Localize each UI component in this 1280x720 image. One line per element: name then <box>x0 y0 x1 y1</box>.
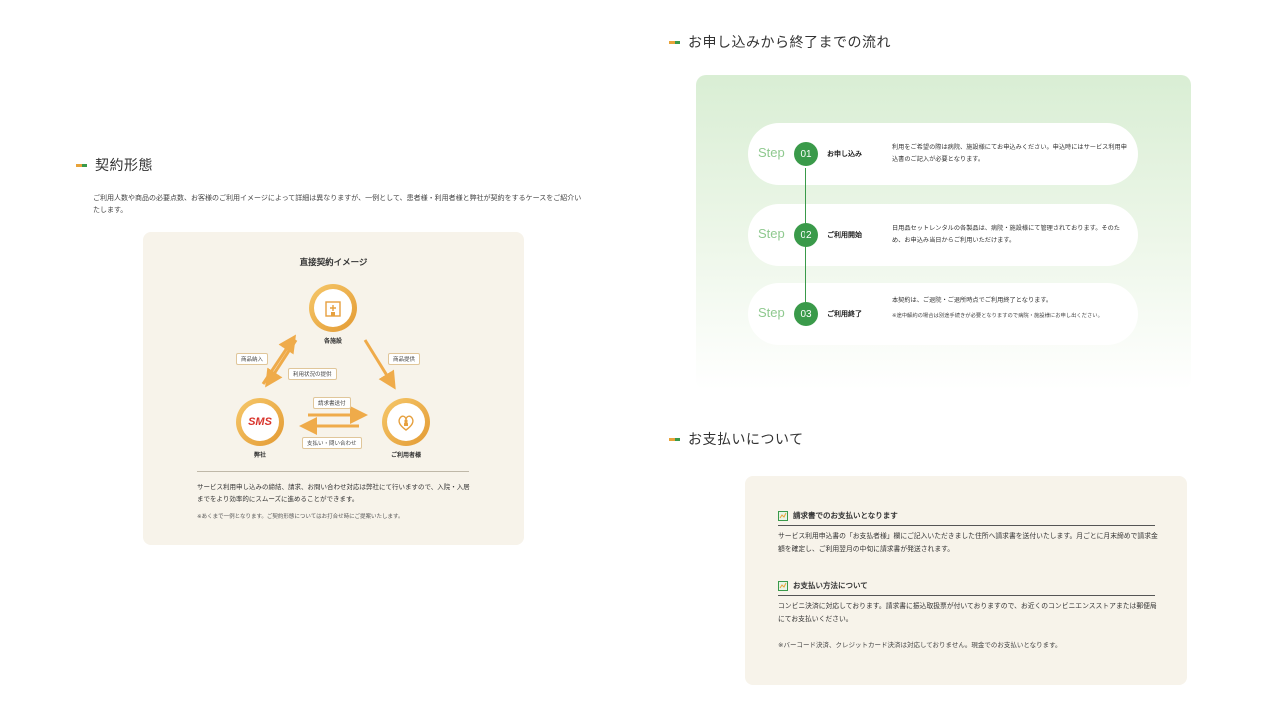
step-description: 利用をご希望の際は病院、施設様にてお申込みください。申込時にはサービス利用申込書… <box>892 144 1127 163</box>
payment-section-2-title: お支払い方法について <box>778 580 868 591</box>
node-company-label: 弊社 <box>253 452 266 459</box>
heading-bar-icon <box>669 437 680 441</box>
node-company: SMS <box>236 398 284 446</box>
payment-section-2-title-text: お支払い方法について <box>793 581 868 590</box>
payment-card <box>745 476 1187 685</box>
payment-heading: お支払いについて <box>669 429 804 449</box>
arrow-usage-info <box>265 339 298 388</box>
contract-note: ※あくまで一例となります。ご契約形態についてはお打合せ時にご提案いたします。 <box>197 514 404 520</box>
step-label: Step <box>758 226 785 241</box>
invoice-icon <box>778 580 788 591</box>
company-logo: SMS <box>248 416 272 428</box>
tag-invoice: 請求書送付 <box>313 397 351 409</box>
heading-bar-icon <box>76 163 87 167</box>
step-03: Step 03 ご利用終了 本契約は、ご退院・ご退所時点でご利用終了となります。… <box>748 283 1138 345</box>
contract-intro: ご利用人数や商品の必要点数、お客様のご利用イメージによって詳細は異なりますが、一… <box>93 194 582 214</box>
flow-heading-text: お申し込みから終了までの流れ <box>688 35 891 51</box>
flow-connector-line <box>805 168 806 304</box>
flow-heading: お申し込みから終了までの流れ <box>669 32 891 52</box>
invoice-icon <box>778 510 788 521</box>
contract-card-title: 直接契約イメージ <box>299 258 368 268</box>
tag-goods-in: 商品納入 <box>236 353 269 365</box>
step-description: 本契約は、ご退院・ご退所時点でご利用終了となります。 <box>892 297 1053 304</box>
step-name: ご利用終了 <box>827 310 862 318</box>
payment-section-1-title: 請求書でのお支払いとなります <box>778 510 898 521</box>
contract-heading-text: 契約形態 <box>95 158 153 174</box>
heart-person-icon <box>398 415 414 431</box>
step-01: Step 01 お申し込み 利用をご希望の際は病院、施設様にてお申込みください。… <box>748 123 1138 185</box>
step-02: Step 02 ご利用開始 日用品セットレンタルの各製品は、病院・施設様にて管理… <box>748 204 1138 266</box>
node-user <box>382 398 430 446</box>
tag-goods-provide: 商品提供 <box>388 353 421 365</box>
node-hospital-label: 各施設 <box>323 338 342 345</box>
payment-section-1-text: サービス利用申込書の「お支払者様」欄にご記入いただきました住所へ請求書を送付いた… <box>778 532 1158 553</box>
payment-section-1-divider <box>778 525 1155 526</box>
contract-heading: 契約形態 <box>76 155 153 175</box>
step-name: お申し込み <box>827 150 862 158</box>
step-label: Step <box>758 145 785 160</box>
step-note: ※途中解約の場合は別途手続きが必要となりますので病院・施設様にお申し出ください。 <box>892 313 1103 319</box>
node-user-label: ご利用者様 <box>390 452 421 459</box>
hospital-icon <box>325 301 341 317</box>
contract-divider <box>197 471 469 472</box>
step-name: ご利用開始 <box>827 231 862 239</box>
contract-arrows <box>261 334 396 435</box>
heading-bar-icon <box>669 40 680 44</box>
arrow-goods-provide <box>363 339 396 390</box>
payment-section-2-divider <box>778 595 1155 596</box>
tag-payment: 支払い・問い合わせ <box>302 437 362 449</box>
payment-section-2-text: コンビニ決済に対応しております。請求書に振込取扱票が付いておりますので、お近くの… <box>778 602 1157 623</box>
tag-usage-info: 利用状況の提供 <box>288 368 337 380</box>
payment-heading-text: お支払いについて <box>688 432 804 448</box>
contract-description: サービス利用申し込みの締結、請求、お問い合わせ対応は弊社にて行いますので、入院・… <box>197 483 470 503</box>
step-number: 01 <box>794 142 818 166</box>
payment-section-1-title-text: 請求書でのお支払いとなります <box>793 511 898 520</box>
step-description: 日用品セットレンタルの各製品は、病院・施設様にて管理されております。そのため、お… <box>892 225 1120 244</box>
step-label: Step <box>758 305 785 320</box>
payment-note: ※バーコード決済、クレジットカード決済は対応しておりません。現金でのお支払いとな… <box>778 641 1062 649</box>
step-number: 02 <box>794 223 818 247</box>
node-hospital <box>309 284 357 332</box>
step-number: 03 <box>794 302 818 326</box>
